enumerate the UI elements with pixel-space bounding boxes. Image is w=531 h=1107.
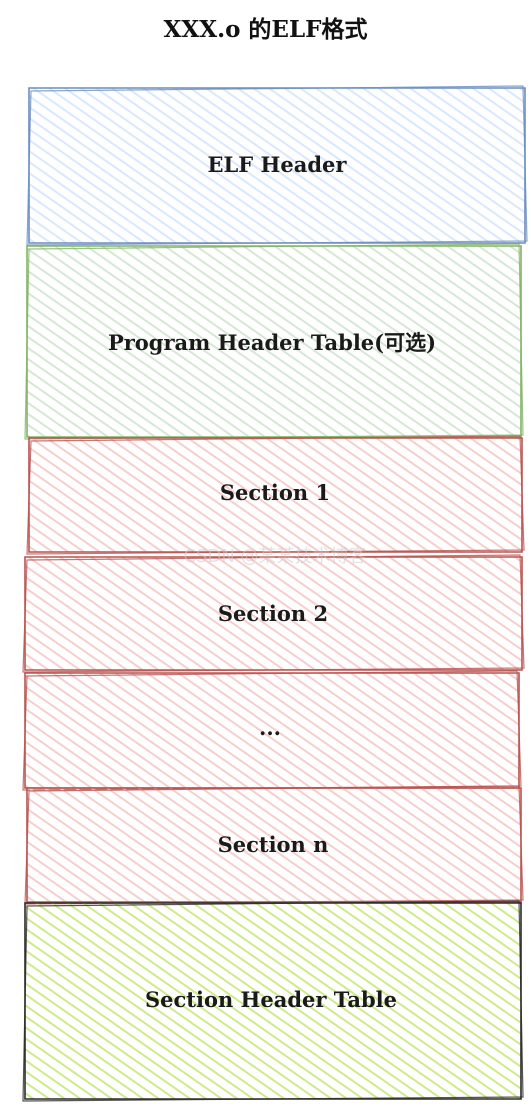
block-label-section-ellipsis: ...: [259, 715, 281, 740]
block-label-section-n: Section n: [218, 832, 329, 857]
block-section-n: Section n: [24, 785, 524, 905]
block-elf-header: ELF Header: [26, 85, 528, 246]
block-label-program-header-table: Program Header Table(可选): [108, 330, 436, 355]
block-label-section-2: Section 2: [218, 601, 328, 626]
block-section-2: Section 2: [22, 554, 525, 673]
block-section-1: Section 1: [26, 435, 525, 555]
block-label-section-1: Section 1: [220, 480, 330, 505]
block-label-elf-header: ELF Header: [208, 152, 348, 177]
block-label-section-header-table: Section Header Table: [145, 987, 397, 1012]
watermark-text: CSDN @某某技术博客: [183, 546, 366, 567]
block-section-ellipsis: ...: [22, 670, 522, 791]
block-program-header-table: Program Header Table(可选): [24, 243, 524, 440]
block-section-header-table: Section Header Table: [22, 900, 524, 1102]
diagram-title: XXX.o 的ELF格式: [163, 16, 368, 43]
